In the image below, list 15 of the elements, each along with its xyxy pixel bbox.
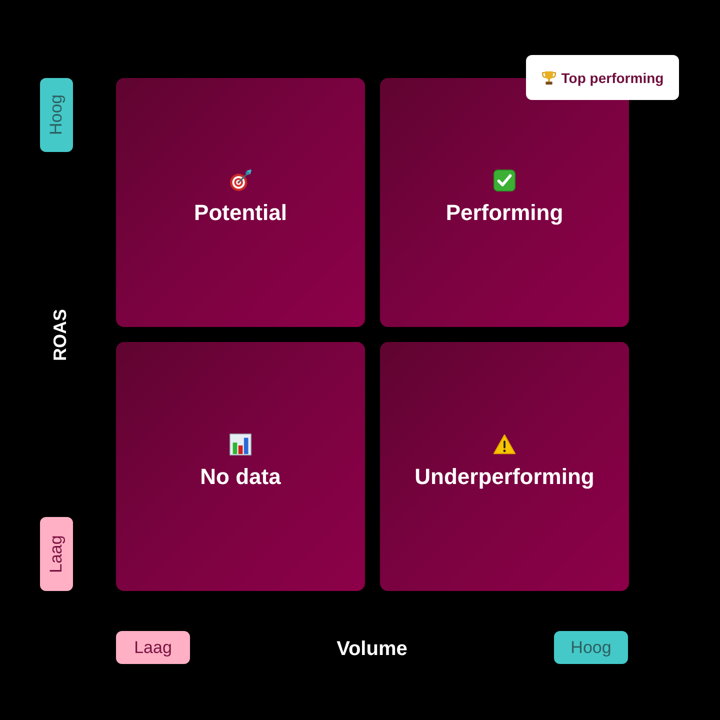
axis-level-tag: Hoog (40, 78, 73, 152)
axis-level-tag: Laag (40, 517, 73, 591)
quadrant-title: No data (200, 464, 281, 490)
axis-level-tag: Laag (116, 631, 190, 664)
quadrant-panel (116, 342, 365, 591)
quadrant-panel (380, 342, 629, 591)
axis-title: Volume (336, 638, 408, 660)
badge (526, 55, 679, 100)
quadrant-panel (116, 78, 365, 327)
quadrant-title: Potential (194, 200, 287, 226)
quadrant-title: Underperforming (414, 464, 594, 490)
axis-title: ROAS (50, 308, 70, 361)
quadrant-title: Performing (446, 200, 564, 226)
axis-level-tag: Hoog (554, 631, 628, 664)
badge-label: Top performing (561, 70, 664, 86)
